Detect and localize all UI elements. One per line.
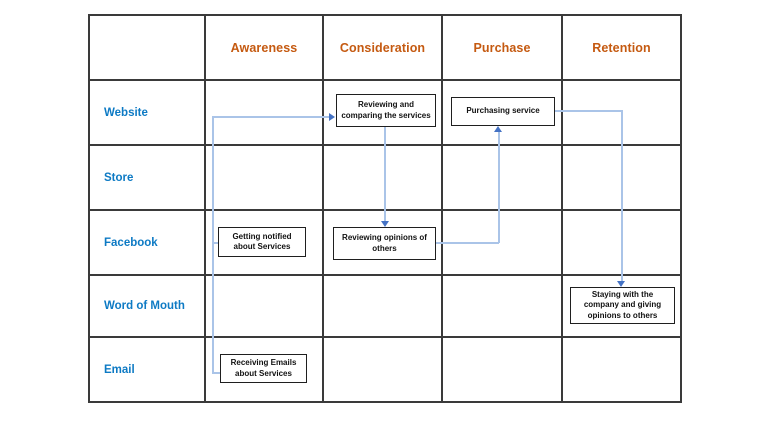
row-label-email: Email: [90, 338, 206, 401]
node-purchasing-service[interactable]: Purchasing service: [451, 97, 555, 126]
grid-cell: [324, 146, 443, 211]
grid-cell: [206, 276, 324, 338]
grid-cell: [324, 211, 443, 276]
node-receiving-emails[interactable]: Receiving Emails about Services: [220, 354, 307, 383]
grid-cell: [563, 211, 680, 276]
node-reviewing-opinions[interactable]: Reviewing opinions of others: [333, 227, 436, 260]
grid-cell: [443, 211, 563, 276]
grid-cell: [206, 211, 324, 276]
grid-cell: [563, 146, 680, 211]
row-label-facebook: Facebook: [90, 211, 206, 276]
grid-cell: [563, 338, 680, 401]
grid-cell: [443, 338, 563, 401]
grid-cell: [443, 276, 563, 338]
row-label-word-of-mouth: Word of Mouth: [90, 276, 206, 338]
column-header-purchase: Purchase: [443, 16, 563, 81]
grid-cell: [324, 81, 443, 146]
column-header-awareness: Awareness: [206, 16, 324, 81]
grid-cell: [206, 146, 324, 211]
grid-cell: [206, 338, 324, 401]
grid-cell: [563, 276, 680, 338]
column-header-retention: Retention: [563, 16, 680, 81]
grid-cell: [206, 81, 324, 146]
row-label-website: Website: [90, 81, 206, 146]
grid-cell: [324, 338, 443, 401]
journey-grid: Awareness Consideration Purchase Retenti…: [88, 14, 682, 403]
row-label-store: Store: [90, 146, 206, 211]
column-header-consideration: Consideration: [324, 16, 443, 81]
node-reviewing-comparing[interactable]: Reviewing and comparing the services: [336, 94, 436, 127]
grid-cell: [324, 276, 443, 338]
node-getting-notified[interactable]: Getting notified about Services: [218, 227, 306, 257]
corner-cell: [90, 16, 206, 81]
grid-cell: [443, 146, 563, 211]
node-staying-company[interactable]: Staying with the company and giving opin…: [570, 287, 675, 324]
grid-cell: [563, 81, 680, 146]
grid-cell: [443, 81, 563, 146]
